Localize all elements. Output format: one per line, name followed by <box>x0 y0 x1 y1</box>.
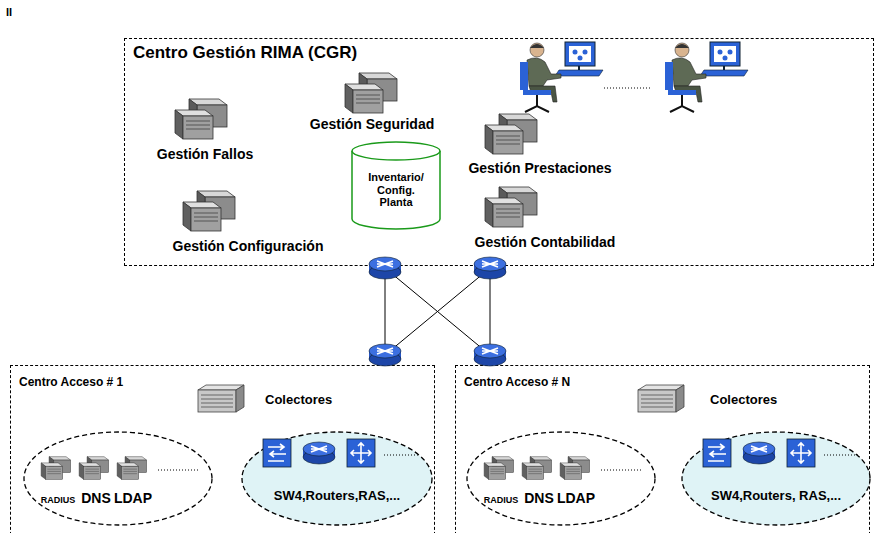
node-text: SW4,Routers, RAS,... <box>711 489 841 504</box>
server-label: Gestión Seguridad <box>310 116 434 132</box>
server-label: Gestión Contabilidad <box>475 234 616 250</box>
node-text: SW4,Routers,RAS,... <box>274 489 400 504</box>
node-text: DNS <box>81 490 111 506</box>
collector-label: Colectores <box>710 393 777 408</box>
network-devices-group: SW4,Routers,RAS,... <box>241 431 433 526</box>
server-label: Gestión Prestaciones <box>468 160 611 176</box>
collector-label: Colectores <box>265 393 332 408</box>
node-text: Inventario/ Config. Planta <box>360 171 432 209</box>
ellipse-outline <box>241 431 433 526</box>
node-text: LDAP <box>557 490 595 506</box>
server-label: Gestión Fallos <box>157 146 253 162</box>
access-center: Centro Acceso # N RADIUS DNSLDAP SW4,Router… <box>455 365 870 533</box>
node-text: RADIUS <box>41 495 76 505</box>
access-center: Centro Acceso # 1 RADIUS DNSLDAP SW4,Router… <box>10 365 435 533</box>
node-text: RADIUS <box>484 495 519 505</box>
node-text: DNS <box>524 490 554 506</box>
ellipse-outline <box>23 431 213 526</box>
server-label: Gestión Configuración <box>173 238 324 254</box>
services-group: RADIUS DNSLDAP <box>23 431 213 526</box>
database-cylinder: Inventario/ Config. Planta <box>351 141 441 229</box>
page-marker: II <box>6 6 12 19</box>
network-devices-group: SW4,Routers, RAS,... <box>681 431 871 526</box>
region-title: Centro Acceso # N <box>464 376 570 390</box>
ellipse-outline <box>466 431 656 526</box>
region-title: Centro Gestión RIMA (CGR) <box>133 43 357 63</box>
services-group: RADIUS DNSLDAP <box>466 431 656 526</box>
region-title: Centro Acceso # 1 <box>19 376 123 390</box>
node-text: LDAP <box>114 490 152 506</box>
ellipse-outline <box>681 431 871 526</box>
